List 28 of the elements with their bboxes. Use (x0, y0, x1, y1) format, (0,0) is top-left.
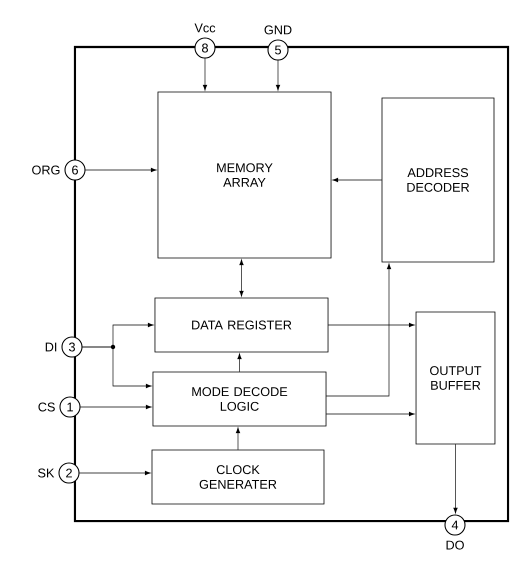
decoder-box: ADDRESS DECODER (382, 98, 494, 262)
arrow (79, 470, 150, 476)
arrow (239, 260, 244, 296)
arrow (276, 60, 280, 90)
arrow (332, 178, 382, 182)
register-box: DATA REGISTER (154, 298, 328, 352)
logic-box: MODE DECODE LOGIC (152, 372, 326, 426)
pin-label: SK (38, 468, 54, 478)
pin-label: Vcc (194, 24, 216, 32)
arrow (326, 412, 414, 416)
buffer-box: OUTPUT BUFFER (416, 312, 496, 444)
memory-array-box: MEMORY ARRAY (158, 92, 332, 258)
arrow (326, 264, 392, 396)
arrow (82, 346, 152, 388)
arrow (236, 428, 240, 450)
pin-label: DO (446, 540, 464, 550)
arrow (80, 404, 152, 410)
pin-label: CS (38, 402, 55, 412)
arrow (202, 58, 208, 90)
arrow (85, 168, 156, 172)
arrow (328, 322, 414, 328)
pin-label: GND (264, 25, 292, 34)
pin-label: DI (46, 342, 56, 352)
chip-outline (74, 46, 510, 522)
arrow (453, 444, 458, 514)
arrow (237, 354, 242, 372)
pin-label: ORG (32, 166, 60, 174)
generator-box: CLOCK GENERATER (152, 450, 324, 504)
